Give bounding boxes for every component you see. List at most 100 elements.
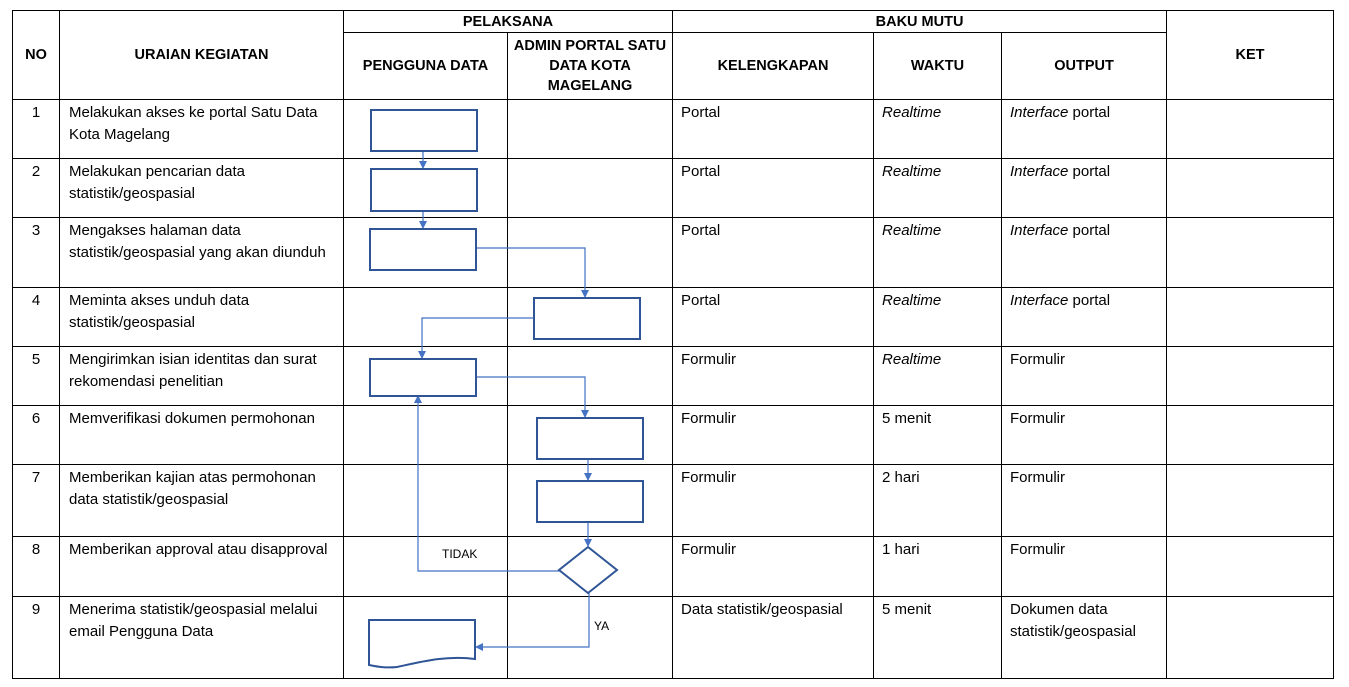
header-baku-mutu: BAKU MUTU — [672, 10, 1168, 33]
row-waktu: Realtime — [873, 346, 1003, 406]
row-output: Interface portal — [1001, 217, 1168, 288]
row-output: Formulir — [1001, 405, 1168, 465]
row-uraian: Menerima statistik/geospasial melalui em… — [59, 596, 344, 679]
row-output: Dokumen data statistik/geospasial — [1001, 596, 1168, 679]
cell-pengguna — [343, 596, 508, 679]
row-kelengkapan: Data statistik/geospasial — [672, 596, 875, 679]
header-output: OUTPUT — [1001, 32, 1168, 100]
cell-admin — [506, 346, 674, 406]
row-uraian: Meminta akses unduh data statistik/geosp… — [59, 287, 344, 347]
row-uraian: Memverifikasi dokumen permohonan — [59, 405, 344, 465]
row-no: 7 — [12, 464, 60, 537]
row-kelengkapan: Portal — [672, 99, 875, 159]
header-uraian: URAIAN KEGIATAN — [59, 10, 344, 100]
row-waktu: 5 menit — [873, 405, 1003, 465]
row-kelengkapan: Formulir — [672, 405, 875, 465]
row-ket — [1166, 158, 1335, 218]
header-ket: KET — [1166, 10, 1335, 100]
row-kelengkapan: Formulir — [672, 346, 875, 406]
sop-table: NO URAIAN KEGIATAN PELAKSANA BAKU MUTU K… — [12, 10, 1335, 679]
header-no: NO — [12, 10, 60, 100]
cell-pengguna — [343, 158, 508, 218]
cell-admin — [506, 99, 674, 159]
cell-admin — [506, 158, 674, 218]
cell-admin — [506, 596, 674, 679]
row-no: 1 — [12, 99, 60, 159]
row-output-em: Interface — [1010, 292, 1069, 309]
row-ket — [1166, 405, 1335, 465]
row-waktu: 2 hari — [873, 464, 1003, 537]
row-output: Interface portal — [1001, 158, 1168, 218]
row-no: 8 — [12, 536, 60, 597]
row-output-text: Formulir — [1010, 351, 1066, 368]
cell-pengguna — [343, 99, 508, 159]
row-ket — [1166, 287, 1335, 347]
row-output-text: portal — [1068, 222, 1111, 239]
row-kelengkapan: Formulir — [672, 536, 875, 597]
row-no: 6 — [12, 405, 60, 465]
table-row: 4 Meminta akses unduh data statistik/geo… — [12, 287, 1335, 347]
row-waktu: Realtime — [873, 158, 1003, 218]
cell-pengguna — [343, 405, 508, 465]
row-kelengkapan: Portal — [672, 217, 875, 288]
cell-admin — [506, 536, 674, 597]
cell-admin — [506, 405, 674, 465]
row-output-text: Formulir — [1010, 410, 1066, 427]
row-uraian: Mengirimkan isian identitas dan surat re… — [59, 346, 344, 406]
table-row: 8 Memberikan approval atau disapproval F… — [12, 536, 1335, 597]
row-uraian: Melakukan pencarian data statistik/geosp… — [59, 158, 344, 218]
row-ket — [1166, 217, 1335, 288]
row-output: Formulir — [1001, 346, 1168, 406]
row-ket — [1166, 464, 1335, 537]
row-kelengkapan: Portal — [672, 287, 875, 347]
row-output: Formulir — [1001, 536, 1168, 597]
row-output: Interface portal — [1001, 99, 1168, 159]
row-output: Interface portal — [1001, 287, 1168, 347]
header-kelengkapan: KELENGKAPAN — [672, 32, 875, 100]
row-output-em: Interface — [1010, 163, 1069, 180]
header-pengguna: PENGGUNA DATA — [343, 32, 508, 100]
row-no: 2 — [12, 158, 60, 218]
header-waktu: WAKTU — [873, 32, 1003, 100]
row-ket — [1166, 596, 1335, 679]
row-kelengkapan: Portal — [672, 158, 875, 218]
cell-pengguna — [343, 464, 508, 537]
row-uraian: Memberikan kajian atas permohonan data s… — [59, 464, 344, 537]
row-output-text: portal — [1068, 104, 1111, 121]
row-waktu: Realtime — [873, 99, 1003, 159]
row-waktu: 1 hari — [873, 536, 1003, 597]
cell-pengguna — [343, 346, 508, 406]
row-waktu: Realtime — [873, 287, 1003, 347]
row-no: 5 — [12, 346, 60, 406]
row-output-text: Formulir — [1010, 541, 1066, 558]
row-ket — [1166, 99, 1335, 159]
cell-pengguna — [343, 217, 508, 288]
row-output-text: Dokumen data statistik/geospasial — [1010, 601, 1136, 640]
row-no: 9 — [12, 596, 60, 679]
cell-pengguna — [343, 287, 508, 347]
row-uraian: Melakukan akses ke portal Satu Data Kota… — [59, 99, 344, 159]
table-row: 3 Mengakses halaman data statistik/geosp… — [12, 217, 1335, 288]
row-waktu: Realtime — [873, 217, 1003, 288]
table-row: 6 Memverifikasi dokumen permohonan Formu… — [12, 405, 1335, 465]
row-output-em: Interface — [1010, 222, 1069, 239]
row-output-text: portal — [1068, 163, 1111, 180]
row-uraian: Mengakses halaman data statistik/geospas… — [59, 217, 344, 288]
row-output: Formulir — [1001, 464, 1168, 537]
row-waktu: 5 menit — [873, 596, 1003, 679]
row-output-text: Formulir — [1010, 469, 1066, 486]
row-ket — [1166, 536, 1335, 597]
row-output-em: Interface — [1010, 104, 1069, 121]
cell-admin — [506, 287, 674, 347]
row-no: 4 — [12, 287, 60, 347]
table-row: 1 Melakukan akses ke portal Satu Data Ko… — [12, 99, 1335, 159]
row-no: 3 — [12, 217, 60, 288]
table-row: 5 Mengirimkan isian identitas dan surat … — [12, 346, 1335, 406]
table-row: 9 Menerima statistik/geospasial melalui … — [12, 596, 1335, 679]
row-ket — [1166, 346, 1335, 406]
cell-pengguna — [343, 536, 508, 597]
header-pelaksana: PELAKSANA — [342, 10, 674, 33]
table-row: 7 Memberikan kajian atas permohonan data… — [12, 464, 1335, 537]
header-admin: ADMIN PORTAL SATU DATA KOTA MAGELANG — [506, 32, 674, 100]
